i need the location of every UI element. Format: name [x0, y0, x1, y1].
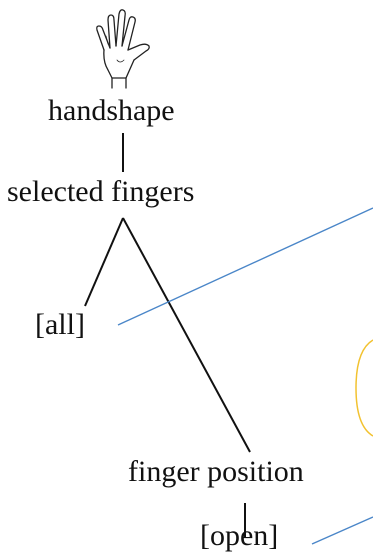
highlight-arc: [355, 339, 373, 437]
hand-icon: [96, 9, 150, 89]
node-open: [open]: [200, 519, 279, 552]
node-selected-fingers: selected fingers: [7, 175, 195, 208]
right-branch-line: [122, 217, 251, 453]
node-handshape: handshape: [48, 94, 175, 127]
callout-lines: [117, 207, 373, 545]
node-finger-position: finger position: [128, 455, 304, 488]
node-all: [all]: [35, 308, 85, 341]
tree-lines: [84, 133, 251, 538]
open-callout-line: [311, 516, 373, 545]
left-branch-line: [84, 217, 124, 307]
all-callout-line: [117, 207, 373, 326]
